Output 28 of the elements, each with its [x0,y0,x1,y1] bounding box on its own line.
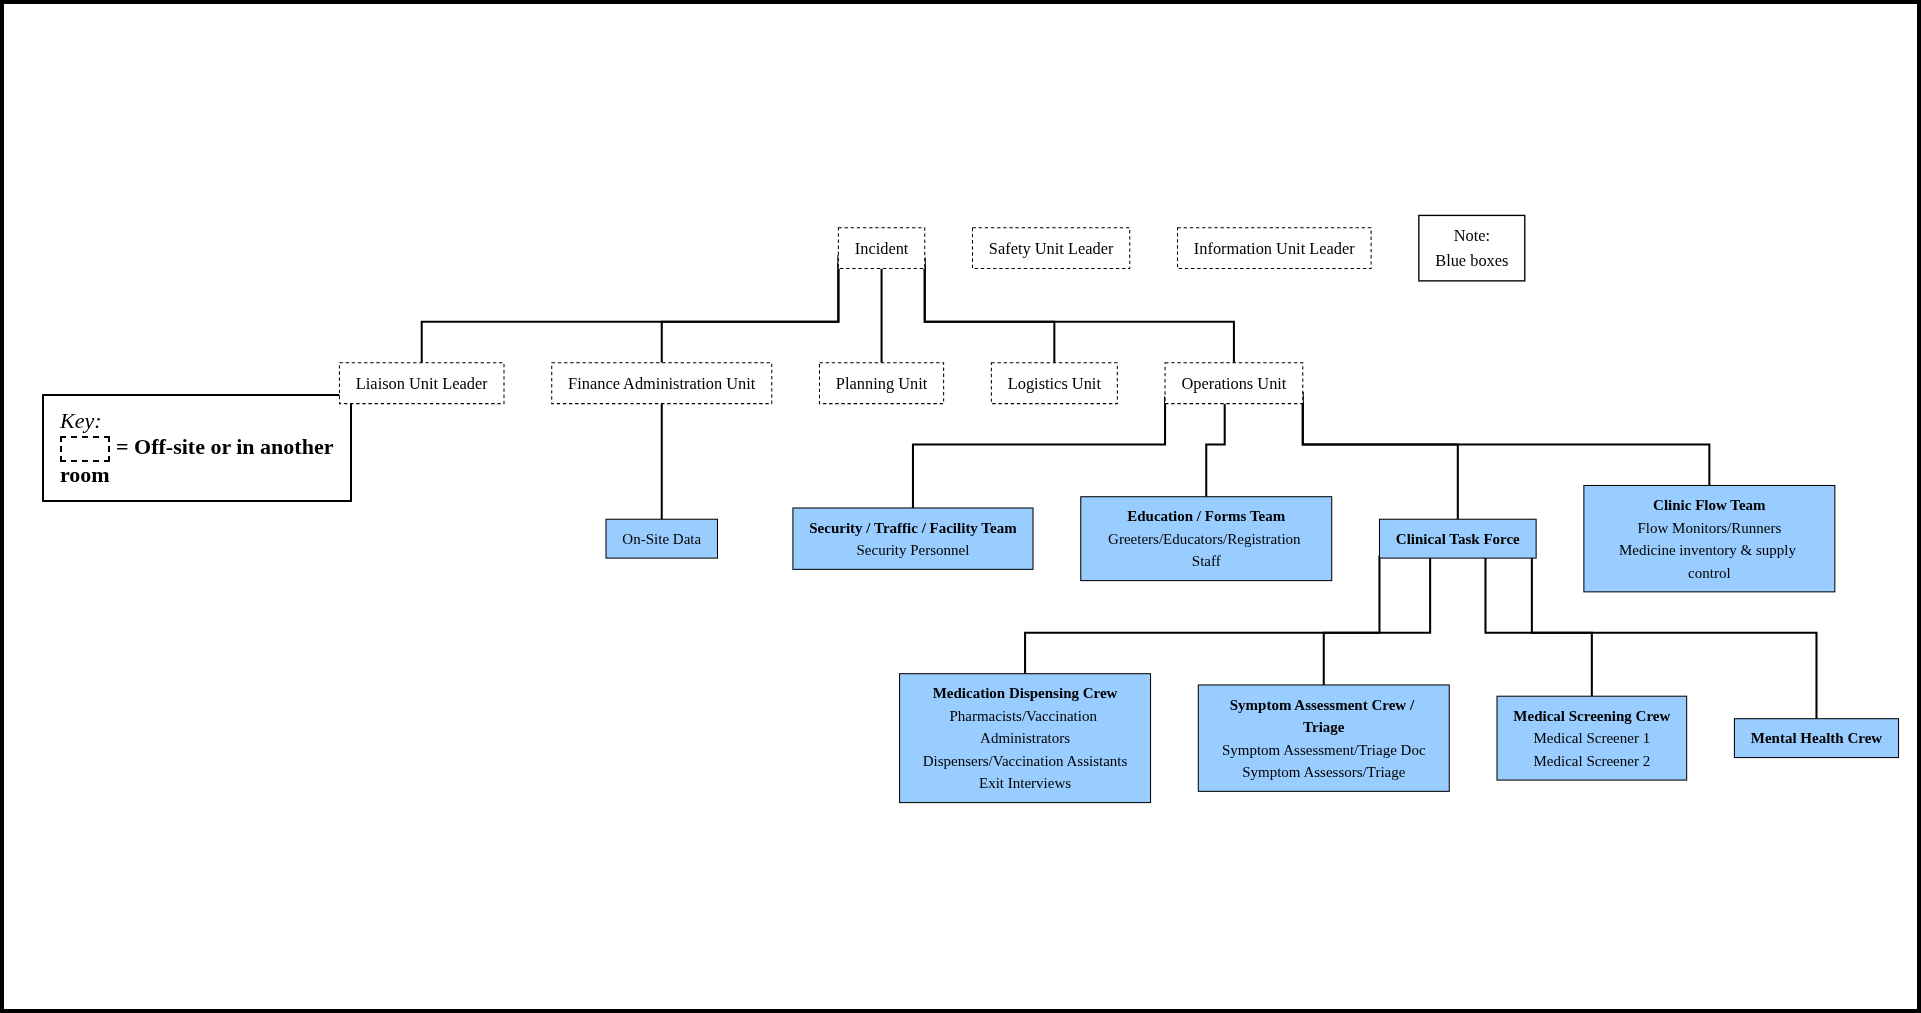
node-box: Clinical Task Force [1378,518,1537,559]
legend-text: = Off-site or in another room [60,434,334,487]
node-box: Security / Traffic / Facility Team Security Personnel [792,507,1034,570]
node-box: Safety Unit Leader [972,227,1131,270]
node-box: Liaison Unit Leader [338,362,505,405]
node-box: Operations Unit [1164,362,1304,405]
node-box: Education / Forms Team Greeters/Educators/Registration Staff [1080,496,1333,582]
node-box: Clinic Flow Team Flow Monitors/Runners Medicine inventory & supply control [1583,484,1836,593]
node-box: Finance Administration Unit [551,362,773,405]
node-box: Medication Dispensing Crew Pharmacists/Vaccination Administrators Dispensers/Vaccination Assistants Exit Interviews [899,673,1152,804]
connector [1322,558,1432,686]
connector [1484,558,1593,698]
connector [1530,558,1818,720]
node-box: Mental Health Crew [1733,718,1900,759]
node-box: Medical Screening Crew Medical Screener 1 Medical Screener 2 [1496,695,1688,781]
node-box: On-Site Data [605,518,718,559]
connector [880,268,883,364]
connector [660,403,663,521]
legend-title: Key: [60,408,102,433]
connector [1205,403,1226,498]
node-box: Logistics Unit [990,362,1118,405]
node-box: Planning Unit [819,362,945,405]
node-box: Information Unit Leader [1176,227,1372,270]
node-box: Symptom Assessment Crew / Triage Symptom Assessment/Triage Doc Symptom Assessors/Triage [1197,684,1450,792]
node-box: Note: Blue boxes [1418,214,1526,282]
connector [923,266,1056,364]
connector [1024,555,1381,675]
node-box: Incident [837,227,926,270]
